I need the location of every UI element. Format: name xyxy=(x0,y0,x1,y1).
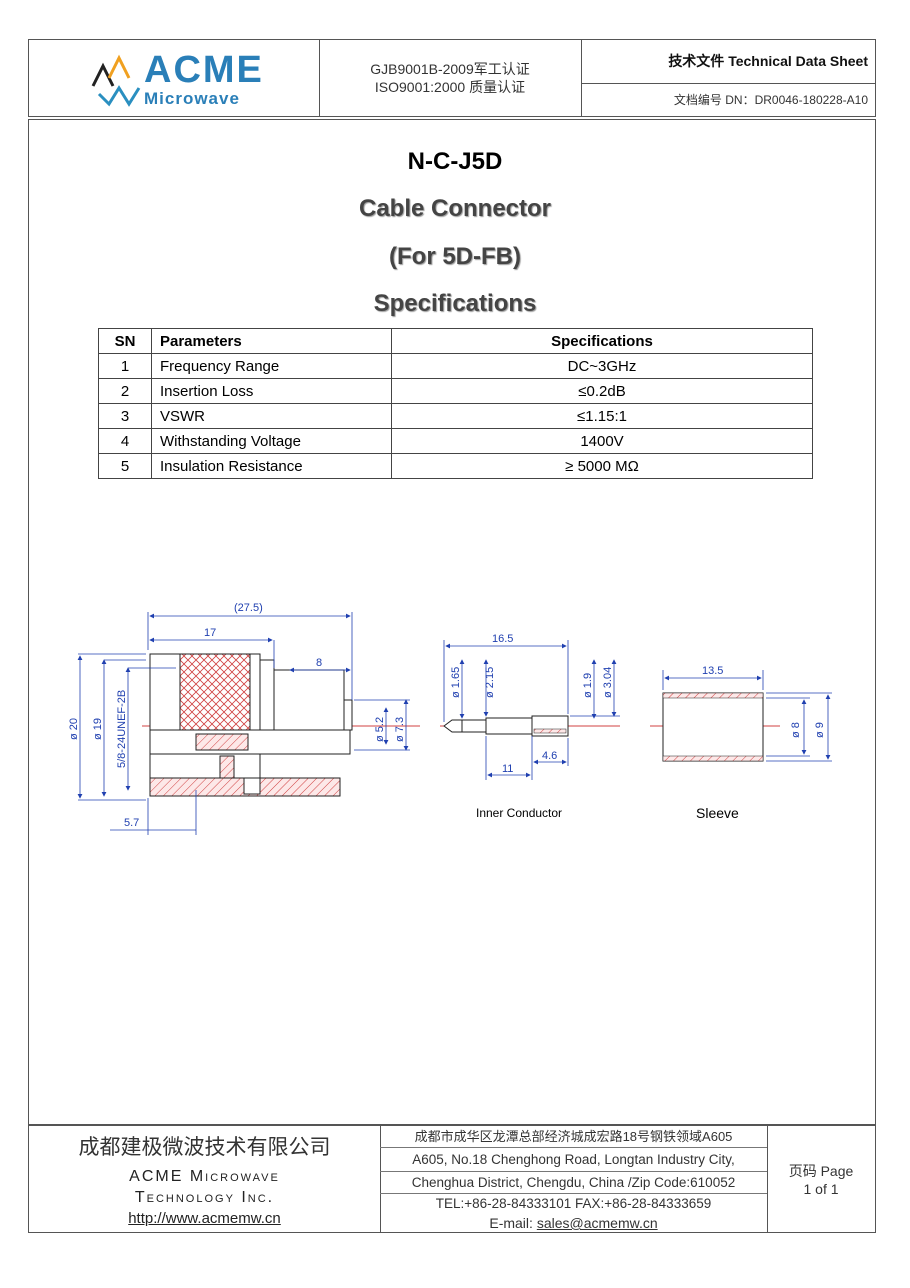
document-header: ACME Microwave GJB9001B-2009军工认证 ISO9001… xyxy=(28,39,876,117)
table-row: 3 VSWR ≤1.15:1 xyxy=(98,403,813,429)
header-specifications: Specifications xyxy=(391,328,813,354)
doc-number: 文档编号 DN：DR0046-180228-A10 xyxy=(673,93,868,107)
company-name-cn: 成都建极微波技术有限公司 xyxy=(78,1136,331,1159)
dim-diameter-7-3: ø 7.3 xyxy=(394,717,406,742)
inner-conductor-caption: Inner Conductor xyxy=(476,806,562,820)
dim-inner-diameter-1-65: ø 1.65 xyxy=(450,667,462,698)
dim-sleeve-diameter-9: ø 9 xyxy=(814,722,826,738)
section-title: Specifications xyxy=(373,290,537,317)
address-en-1: A605, No.18 Chenghong Road, Longtan Indu… xyxy=(380,1148,767,1172)
inner-conductor-dimensions xyxy=(443,640,620,780)
dim-overall-length: (27.5) xyxy=(234,602,263,614)
dim-inner-length-4-6: 4.6 xyxy=(542,750,557,762)
row-sn: 4 xyxy=(98,428,152,454)
content-frame xyxy=(28,119,876,1125)
dim-inner-length-16-5: 16.5 xyxy=(492,633,513,645)
row-parameter: Insulation Resistance xyxy=(151,453,392,479)
row-specification: ≤0.2dB xyxy=(391,378,813,404)
logo-main-text: ACME xyxy=(144,49,264,91)
row-parameter: Insertion Loss xyxy=(151,378,392,404)
row-sn: 5 xyxy=(98,453,152,479)
page-value: 1 of 1 xyxy=(803,1181,839,1197)
row-specification: 1400V xyxy=(391,428,813,454)
table-row: 4 Withstanding Voltage 1400V xyxy=(98,428,813,454)
dim-diameter-19: ø 19 xyxy=(92,718,104,740)
page-label: 页码 Page xyxy=(788,1163,854,1179)
email-label: E-mail: xyxy=(489,1215,537,1231)
row-parameter: VSWR xyxy=(151,403,392,429)
dim-inner-length-11: 11 xyxy=(502,763,513,775)
sleeve-caption: Sleeve xyxy=(696,805,739,821)
address-cn: 成都市成华区龙潭总部经济城成宏路18号钢铁领域A605 xyxy=(380,1126,767,1148)
row-parameter: Frequency Range xyxy=(151,353,392,379)
document-footer: 成都建极微波技术有限公司 ACME Microwave Technology I… xyxy=(28,1125,876,1233)
header-parameters: Parameters xyxy=(151,328,392,354)
table-row: 5 Insulation Resistance ≥ 5000 MΩ xyxy=(98,453,813,479)
row-sn: 2 xyxy=(98,378,152,404)
email-link[interactable]: sales@acmemw.cn xyxy=(536,1215,658,1231)
acme-logo-icon xyxy=(91,54,141,107)
dim-sleeve-diameter-8: ø 8 xyxy=(790,722,802,738)
sleeve-view xyxy=(650,692,780,762)
dim-length-5-7: 5.7 xyxy=(124,817,139,829)
connector-dimensions xyxy=(77,612,410,835)
dim-sleeve-length-13-5: 13.5 xyxy=(702,665,723,677)
spec-table: SN Parameters Specifications 1 Frequency… xyxy=(98,328,813,479)
row-parameter: Withstanding Voltage xyxy=(151,428,392,454)
address-cell: 成都市成华区龙潭总部经济城成宏路18号钢铁领域A605 A605, No.18 … xyxy=(380,1126,768,1232)
address-en-2: Chenghua District, Chengdu, China /Zip C… xyxy=(380,1172,767,1194)
table-row: 2 Insertion Loss ≤0.2dB xyxy=(98,378,813,404)
sleeve-dimensions xyxy=(662,670,832,762)
dim-length-17: 17 xyxy=(204,627,216,639)
model-title: N-C-J5D xyxy=(407,148,503,175)
technical-drawing: (27.5) 17 8 5.7 ø 20 ø 19 5/8-24UNEF-2B … xyxy=(68,602,832,835)
row-sn: 1 xyxy=(98,353,152,379)
logo-sub-text: Microwave xyxy=(144,89,240,108)
cert-gjb: GJB9001B-2009军工认证 xyxy=(370,61,530,77)
row-specification: ≥ 5000 MΩ xyxy=(391,453,813,479)
dim-inner-diameter-3-04: ø 3.04 xyxy=(602,667,614,698)
logo-cell: ACME Microwave xyxy=(29,40,320,116)
table-row: 1 Frequency Range DC~3GHz xyxy=(98,353,813,379)
dim-thread: 5/8-24UNEF-2B xyxy=(116,690,128,768)
company-cell: 成都建极微波技术有限公司 ACME Microwave Technology I… xyxy=(29,1126,381,1232)
dim-inner-diameter-1-9: ø 1.9 xyxy=(582,673,594,698)
dim-inner-diameter-2-15: ø 2.15 xyxy=(484,667,496,698)
company-name-en-1: ACME Microwave xyxy=(129,1168,280,1185)
page-cell: 页码 Page 1 of 1 xyxy=(767,1126,875,1232)
row-specification: ≤1.15:1 xyxy=(391,403,813,429)
product-for: (For 5D-FB) xyxy=(389,243,521,270)
email-line: E-mail: sales@acmemw.cn xyxy=(380,1214,767,1232)
row-specification: DC~3GHz xyxy=(391,353,813,379)
connector-body-view xyxy=(142,653,420,797)
tel-fax: TEL:+86-28-84333101 FAX:+86-28-84333659 xyxy=(435,1196,712,1211)
product-title: Cable Connector xyxy=(358,195,552,222)
dim-length-8: 8 xyxy=(316,657,322,669)
spec-table-header: SN Parameters Specifications xyxy=(98,328,813,354)
inner-conductor-view xyxy=(440,715,620,737)
doc-type: 技术文件 Technical Data Sheet xyxy=(581,40,875,84)
certification-cell: GJB9001B-2009军工认证 ISO9001:2000 质量认证 xyxy=(319,40,582,116)
row-sn: 3 xyxy=(98,403,152,429)
header-sn: SN xyxy=(98,328,152,354)
dim-diameter-5-2: ø 5.2 xyxy=(374,717,386,742)
company-name-en-2: Technology Inc. xyxy=(134,1189,275,1206)
doc-info-cell: 技术文件 Technical Data Sheet 文档编号 DN：DR0046… xyxy=(581,40,875,116)
dim-diameter-20: ø 20 xyxy=(68,718,80,740)
company-website[interactable]: http://www.acmemw.cn xyxy=(128,1210,281,1227)
cert-iso: ISO9001:2000 质量认证 xyxy=(374,79,526,95)
